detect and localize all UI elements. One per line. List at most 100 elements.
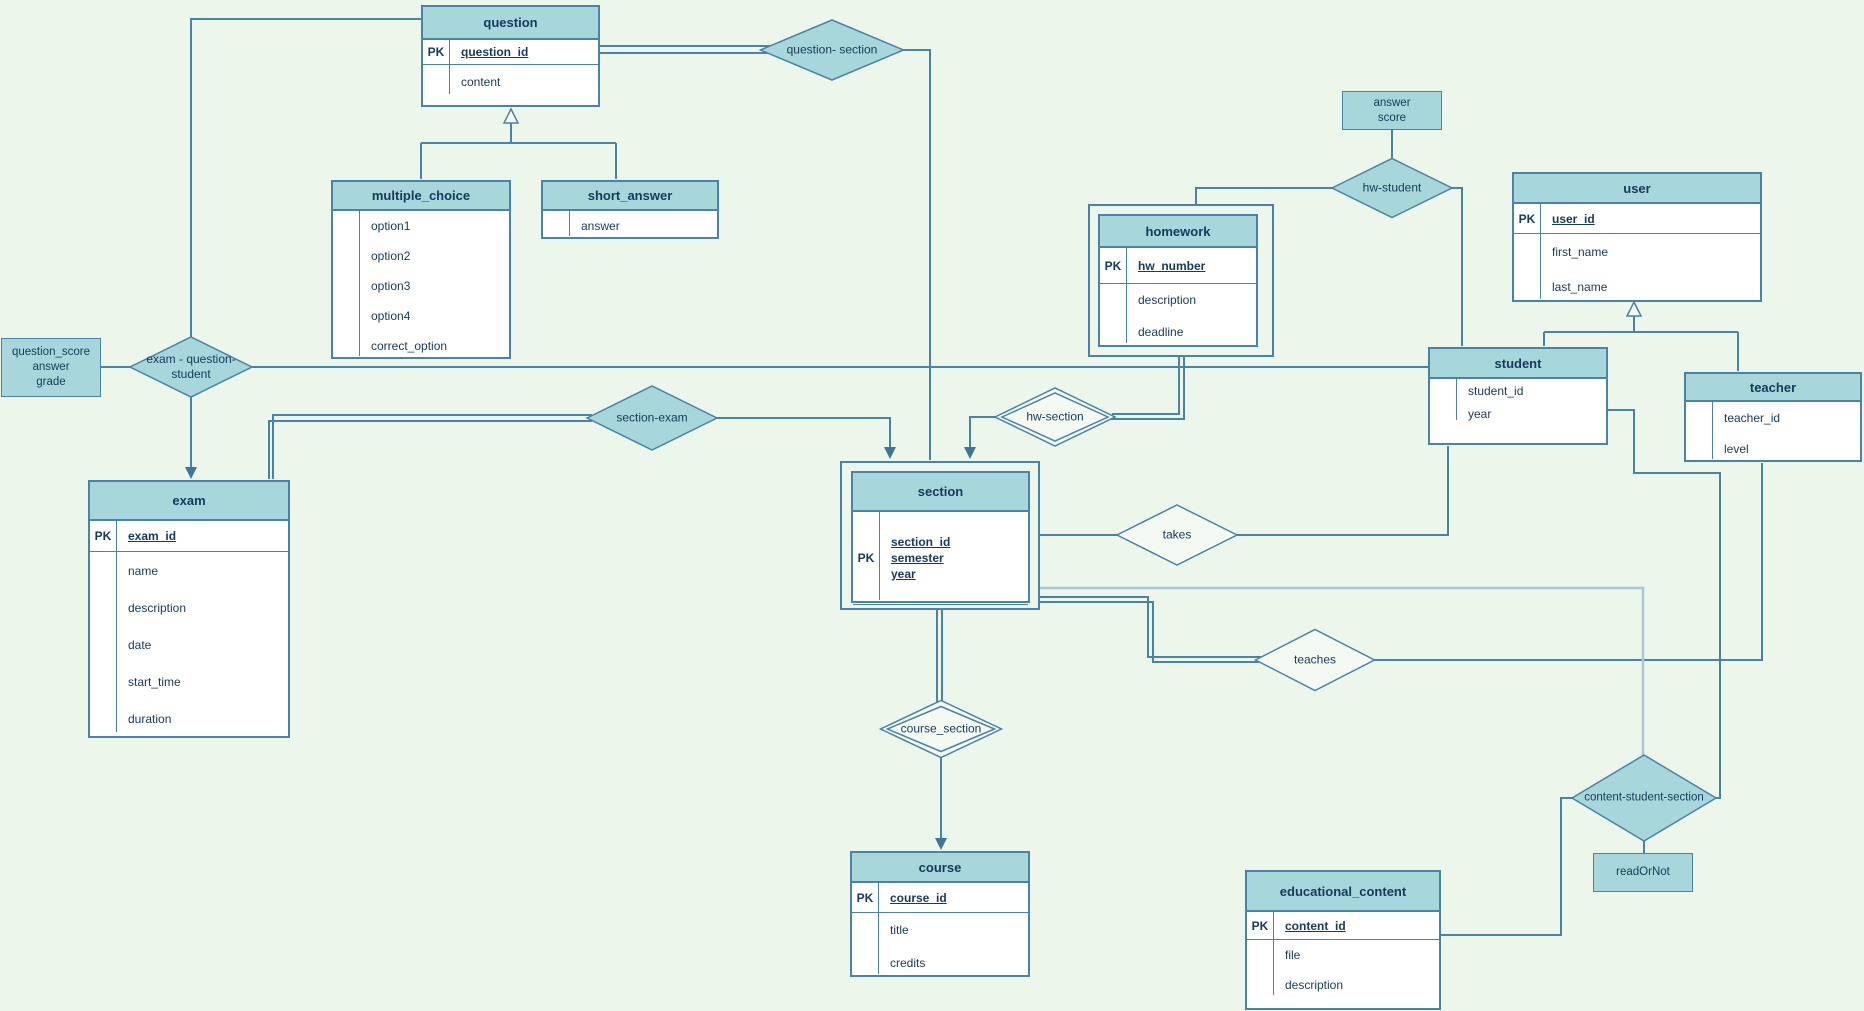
pk-label: PK — [427, 45, 445, 59]
arrow-into-exam — [185, 467, 197, 479]
pk-row: PK content_id — [1247, 912, 1439, 940]
user-inheritance-triangle-icon — [1625, 300, 1643, 317]
section-exam-to-exam-double-line — [268, 414, 592, 479]
attribute: year — [1468, 406, 1492, 421]
arrow-into-section-right — [964, 447, 976, 459]
attribute: duration — [128, 711, 172, 726]
pk-attribute: question_id — [461, 45, 529, 59]
takes-diamond[interactable] — [1115, 504, 1239, 566]
hw-student-diamond[interactable] — [1330, 157, 1454, 219]
question-section-diamond[interactable] — [758, 19, 906, 81]
pk-attribute: hw_number — [1138, 258, 1206, 273]
pk-attribute: semester — [891, 551, 944, 565]
pk-names: course_id — [878, 890, 947, 906]
section-exam-to-section-line — [712, 417, 891, 447]
relationship-label-hw-section: hw-section — [1026, 409, 1084, 424]
pk-names: question_id — [449, 44, 528, 60]
exam-question-student-diamond[interactable] — [128, 336, 254, 398]
entity-title: student — [1430, 349, 1606, 379]
attribute: content — [461, 75, 501, 89]
css-to-student-line — [1608, 409, 1721, 799]
course-section-diamond[interactable] — [878, 699, 1004, 759]
entity-title: section — [853, 473, 1028, 512]
attribute: title — [890, 922, 909, 937]
relationship-label-hw-student: hw-student — [1362, 180, 1422, 195]
entity-short-answer[interactable]: short_answer answer — [541, 180, 719, 239]
pk-attribute: year — [891, 567, 916, 581]
entity-title: exam — [90, 482, 288, 521]
entity-body: answer — [543, 211, 717, 241]
section-exam-diamond[interactable] — [585, 385, 719, 451]
pk-label: PK — [1518, 211, 1536, 226]
hw-section-diamond[interactable] — [993, 387, 1117, 447]
pk-names: hw_number — [1126, 258, 1205, 274]
user-inheritance-lines — [1543, 316, 1739, 371]
attribute: description — [1285, 978, 1344, 992]
entity-title: teacher — [1686, 374, 1860, 402]
note-read-or-not[interactable]: readOrNot — [1593, 853, 1693, 892]
attribute: description — [128, 600, 187, 615]
attribute: deadline — [1138, 325, 1184, 339]
homework-to-hw-section-double-line — [1108, 357, 1185, 420]
question-inheritance-lines — [420, 123, 617, 179]
relationship-label-course-section: course_section — [900, 721, 982, 736]
entity-title: short_answer — [543, 182, 717, 211]
question-section-to-section-line — [902, 49, 931, 460]
course-section-diamond-inner — [885, 705, 997, 753]
attribute: answer — [581, 219, 620, 233]
pk-names: content_id — [1273, 918, 1346, 934]
pk-row: PK question_id — [423, 40, 598, 65]
relationship-label-takes: takes — [1162, 527, 1192, 542]
attribute: option2 — [371, 249, 411, 263]
attribute: file — [1285, 948, 1301, 962]
css-to-educational-content-line — [1441, 797, 1576, 936]
attribute: description — [1138, 293, 1197, 307]
hw-student-to-student-line — [1448, 187, 1463, 346]
note-question-score-answer-grade[interactable]: question_score answer grade — [1, 338, 101, 397]
arrow-into-course — [935, 838, 947, 850]
teaches-diamond[interactable] — [1253, 628, 1377, 692]
relationship-label-content-student-section: content-student-section — [1584, 791, 1704, 804]
inheritance-triangles — [502, 107, 1643, 317]
attribute: teacher_id — [1724, 410, 1781, 425]
section-to-content-student-section-light-line — [1040, 586, 1645, 760]
pk-names: exam_id — [116, 528, 176, 544]
attribute: credits — [890, 955, 926, 970]
content-student-section-diamond[interactable] — [1570, 754, 1718, 842]
attribute: correct_option — [371, 339, 448, 353]
entity-title: multiple_choice — [333, 182, 509, 211]
attribute: start_time — [128, 674, 181, 689]
attribute: option4 — [371, 309, 411, 323]
section-to-course-section-double-line — [936, 610, 943, 704]
attribute: student_id — [1468, 383, 1524, 398]
relationship-diamonds — [128, 19, 1718, 842]
pk-attribute: exam_id — [128, 529, 177, 543]
hw-section-to-section-line — [969, 416, 998, 447]
takes-lines — [1040, 446, 1449, 536]
note-answer-score[interactable]: answer score — [1342, 91, 1442, 130]
entity-title: question — [423, 7, 598, 40]
pk-label: PK — [1251, 918, 1269, 933]
hw-section-diamond-inner — [1000, 392, 1110, 442]
